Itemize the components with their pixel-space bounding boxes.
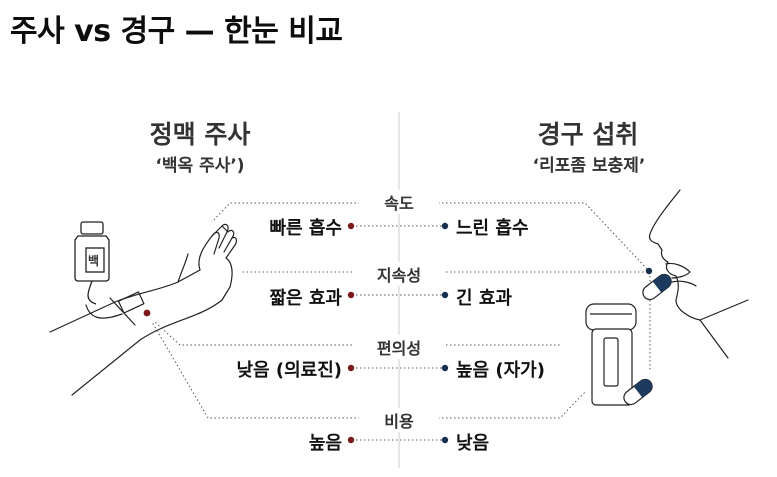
vial-label: 백	[88, 254, 100, 268]
right-heading: 경구 섭취	[537, 120, 639, 149]
page-title: 주사 vs 경구 — 한눈 비교	[10, 14, 343, 49]
capsule-icon	[642, 273, 672, 301]
right-subheading: ‘리포좀 보충제’	[532, 156, 646, 176]
mouth-dot	[645, 267, 653, 275]
capsule-icon	[623, 378, 653, 406]
right-dot	[441, 291, 449, 299]
category-convenience: 편의성	[352, 335, 446, 359]
face-profile-icon	[648, 189, 749, 359]
supplement-bottle-icon	[585, 303, 637, 406]
left-value-convenience: 낮음 (의료진)	[236, 360, 342, 381]
right-dots	[441, 222, 653, 444]
left-dot	[347, 222, 355, 230]
right-value-duration: 긴 효과	[456, 288, 512, 309]
iv-site-dot	[143, 309, 151, 317]
right-connectors	[426, 202, 651, 419]
left-heading: 정맥 주사	[149, 120, 251, 149]
right-dot	[441, 436, 449, 444]
left-dot	[347, 436, 355, 444]
value-connectors	[352, 225, 444, 441]
right-dot	[441, 222, 449, 230]
right-value-convenience: 높음 (자가)	[456, 360, 545, 381]
left-connectors	[151, 202, 372, 419]
left-dot	[347, 291, 355, 299]
left-value-duration: 짧은 효과	[269, 288, 342, 309]
right-value-speed: 느린 흡수	[456, 218, 529, 239]
category-speed: 속도	[359, 190, 439, 214]
left-dots	[143, 222, 355, 444]
arm-iv-icon	[49, 223, 238, 396]
left-dot	[347, 364, 355, 372]
category-duration: 지속성	[352, 262, 446, 286]
left-value-speed: 빠른 흡수	[269, 218, 342, 239]
category-cost: 비용	[359, 408, 439, 432]
right-value-cost: 낮음	[456, 433, 490, 454]
left-subheading: ‘백옥 주사’)	[155, 156, 245, 176]
left-value-cost: 높음	[308, 433, 342, 454]
right-dot	[441, 364, 449, 372]
iv-vial-icon	[74, 221, 110, 305]
